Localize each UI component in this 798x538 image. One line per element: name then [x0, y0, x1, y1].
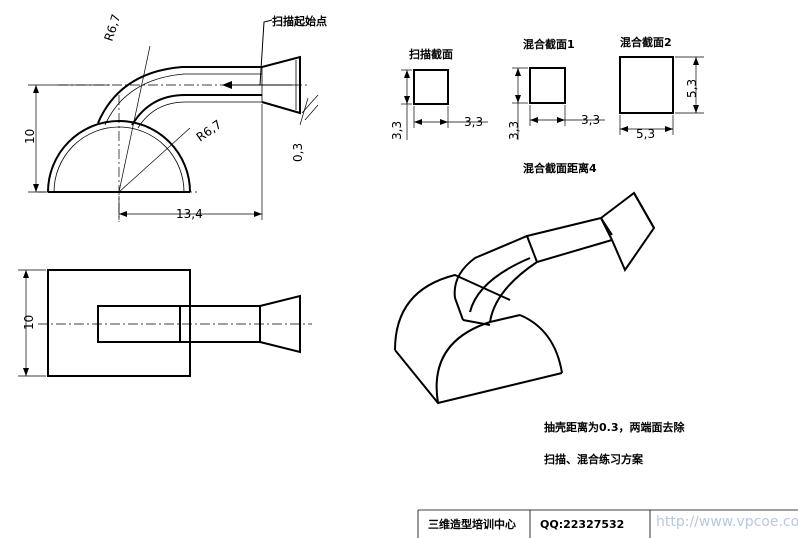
r-inner-dim: R6,7	[194, 117, 224, 144]
blend-distance-label: 混合截面距离4	[523, 161, 597, 175]
watermark: http://www.vpcoe.com	[656, 514, 798, 530]
title-block	[417, 509, 798, 538]
blend2-h-dim: 5,3	[685, 79, 699, 98]
sweep-section	[401, 69, 488, 140]
isometric-view	[394, 191, 656, 405]
sweep-section-label: 扫描截面	[409, 47, 453, 61]
blend-section-2	[619, 56, 704, 135]
blend2-w-dim: 5,3	[636, 127, 655, 141]
top-view	[18, 269, 312, 377]
footer-center: 三维造型培训中心	[428, 517, 516, 531]
width-dim: 13,4	[176, 207, 203, 221]
sweep-w-dim: 3,3	[464, 115, 483, 129]
sweep-start-label: 扫描起始点	[272, 14, 327, 28]
practice-note: 扫描、混合练习方案	[544, 452, 644, 466]
front-view	[28, 19, 319, 222]
top-height-dim: 10	[22, 315, 36, 330]
blend-section-1	[512, 67, 605, 140]
blend1-w-dim: 3,3	[581, 113, 600, 127]
blend1-h-dim: 3,3	[507, 121, 521, 140]
blend-section-2-label: 混合截面2	[620, 35, 672, 49]
footer-qq: QQ:22327532	[540, 518, 624, 531]
sweep-h-dim: 3,3	[390, 121, 404, 140]
thickness-dim: 0,3	[291, 143, 305, 162]
blend-section-1-label: 混合截面1	[523, 37, 575, 51]
height-dim: 10	[23, 129, 37, 144]
shell-note: 抽壳距离为0.3，两端面去除	[544, 420, 685, 434]
r-outer-dim: R6,7	[102, 13, 124, 43]
